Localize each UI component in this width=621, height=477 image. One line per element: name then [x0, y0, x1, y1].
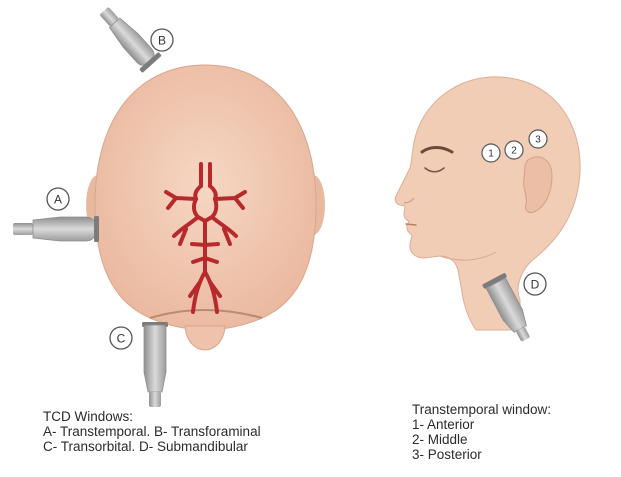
- transtemporal-caption: Transtemporal window: 1- Anterior 2- Mid…: [412, 402, 551, 462]
- tcd-windows-line2: C- Transorbital. D- Submandibular: [43, 439, 261, 454]
- label-d-text: D: [531, 278, 540, 292]
- profile-silhouette: [395, 77, 580, 330]
- transtemporal-line3: 3- Posterior: [412, 447, 551, 462]
- transtemporal-line2: 2- Middle: [412, 432, 551, 447]
- label-a-text: A: [54, 193, 62, 207]
- label-b-text: B: [158, 34, 166, 48]
- transtemporal-line1: 1- Anterior: [412, 417, 551, 432]
- nose: [185, 326, 225, 350]
- tcd-windows-caption: TCD Windows: A- Transtemporal. B- Transf…: [43, 409, 261, 454]
- probe-a: [13, 216, 99, 242]
- head-top-view: [86, 65, 325, 350]
- window-1-text: 1: [488, 149, 494, 160]
- label-a: A: [47, 188, 69, 210]
- window-3-text: 3: [535, 135, 541, 146]
- window-3: 3: [529, 130, 547, 148]
- tcd-windows-title: TCD Windows:: [43, 409, 261, 424]
- label-b: B: [151, 29, 173, 51]
- mouth: [406, 224, 416, 225]
- tcd-windows-line1: A- Transtemporal. B- Transforaminal: [43, 424, 261, 439]
- label-c-text: C: [117, 332, 126, 346]
- window-1: 1: [482, 144, 500, 162]
- probe-c: [142, 322, 168, 407]
- label-d: D: [524, 273, 546, 295]
- transtemporal-title: Transtemporal window:: [412, 402, 551, 417]
- head-outline: [95, 65, 316, 330]
- window-2: 2: [505, 141, 523, 159]
- window-2-text: 2: [511, 146, 517, 157]
- head-profile: [395, 77, 580, 330]
- label-c: C: [110, 327, 132, 349]
